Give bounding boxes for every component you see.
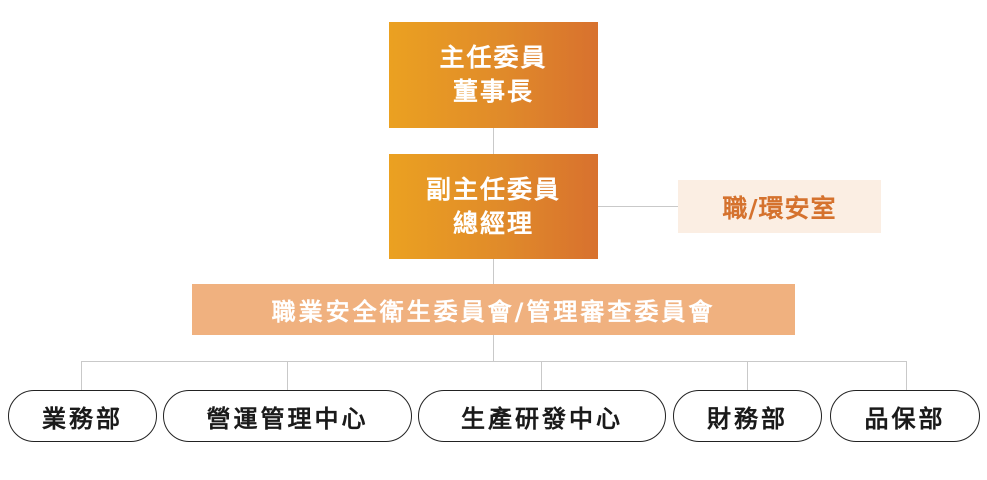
connector-dept-4 — [747, 361, 748, 391]
chairman-role: 董事長 — [452, 77, 534, 106]
dept-label: 品保部 — [864, 404, 946, 433]
connector-dept-5 — [906, 361, 907, 391]
connector-dept-1 — [81, 361, 82, 391]
connector-horizontal-bus — [81, 361, 907, 362]
dept-label: 營運管理中心 — [206, 404, 369, 433]
chairman-title: 主任委員 — [439, 43, 548, 72]
committee-label: 職業安全衛生委員會/管理審查委員會 — [271, 298, 716, 326]
committee-box: 職業安全衛生委員會/管理審查委員會 — [192, 284, 795, 335]
dept-quality-assurance: 品保部 — [830, 390, 980, 442]
vice-chairman-box: 副主任委員 總經理 — [389, 154, 598, 259]
connector-vice-to-committee — [493, 259, 494, 285]
dept-label: 業務部 — [42, 404, 123, 433]
dept-sales: 業務部 — [8, 390, 157, 442]
connector-dept-3 — [541, 361, 542, 391]
staff-office-box: 職/環安室 — [678, 180, 881, 233]
chairman-box: 主任委員 董事長 — [389, 22, 598, 128]
connector-vice-to-staff-office — [598, 206, 680, 207]
vice-chairman-role: 總經理 — [452, 208, 534, 238]
dept-finance: 財務部 — [673, 390, 822, 442]
connector-chairman-to-vice — [493, 128, 494, 154]
dept-production-rd-center: 生產研發中心 — [418, 390, 666, 442]
connector-committee-to-bus — [493, 335, 494, 362]
connector-dept-2 — [287, 361, 288, 391]
dept-label: 財務部 — [707, 404, 788, 433]
dept-operations-center: 營運管理中心 — [163, 390, 412, 442]
dept-label: 生產研發中心 — [461, 404, 623, 433]
vice-chairman-title: 副主任委員 — [425, 174, 561, 204]
staff-office-label: 職/環安室 — [722, 193, 837, 223]
